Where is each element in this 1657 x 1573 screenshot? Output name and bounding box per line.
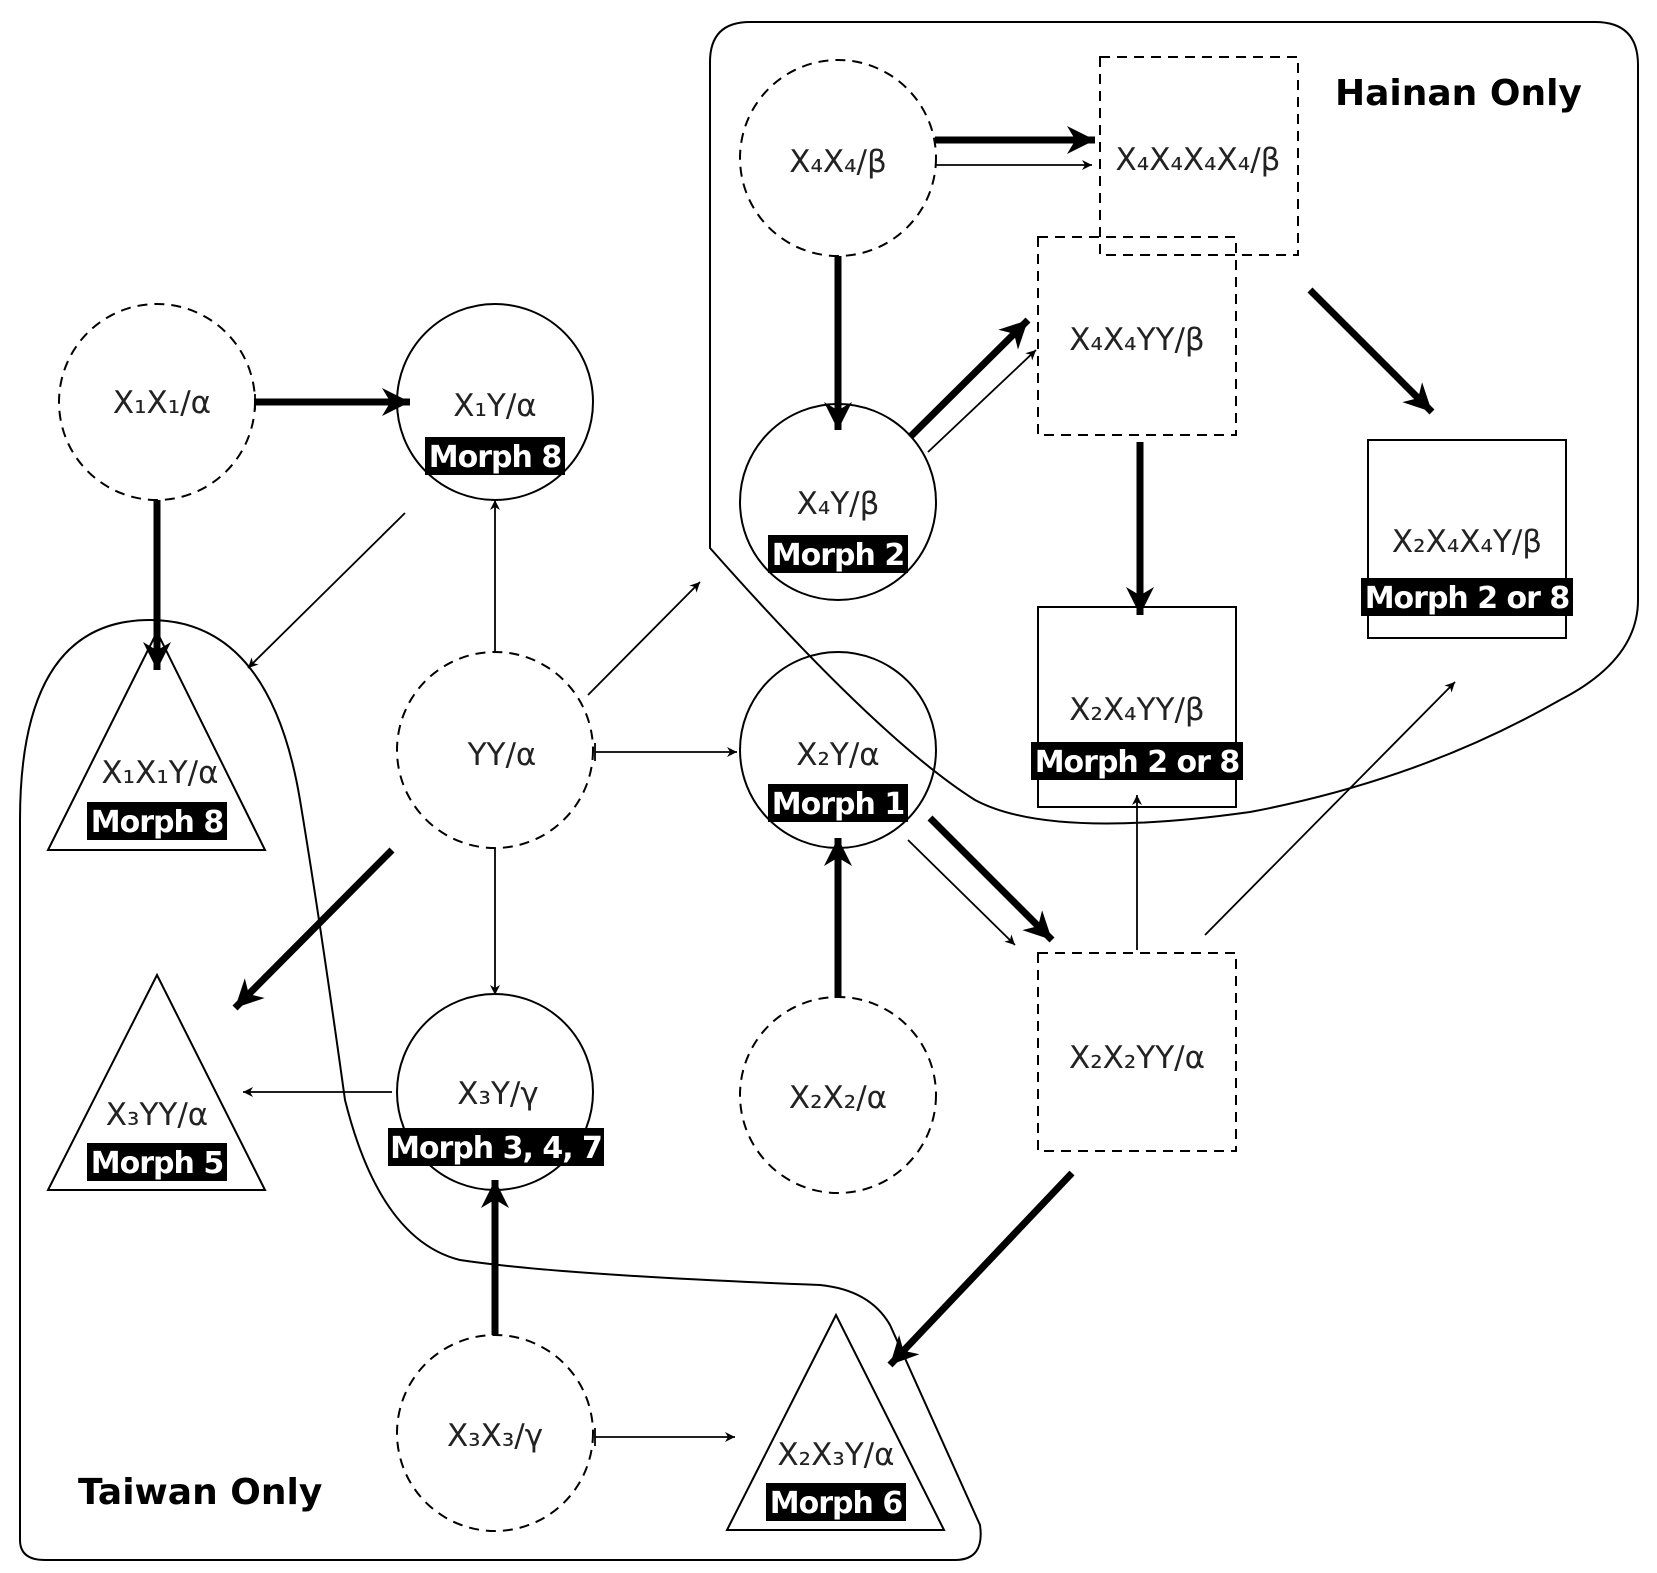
morph-badge-x2x4x4y bbox=[1361, 578, 1573, 616]
morph-label-x2y: Morph 1 bbox=[772, 787, 904, 822]
hollow-arrow-x2y-to-x2x2yy bbox=[907, 839, 1016, 946]
morph-badge-x3yy bbox=[87, 1143, 227, 1181]
morph-badge-x4y bbox=[768, 535, 908, 573]
arrow-x4x4x4x4-to-x2x4x4y bbox=[1307, 287, 1435, 415]
node-x2x3y-label: X₂X₃Y/α bbox=[777, 1437, 894, 1473]
node-x2x4x4y-label: X₂X₄X₄Y/β bbox=[1392, 524, 1542, 560]
taiwan-region-label: Taiwan Only bbox=[78, 1472, 322, 1513]
node-x3yy-label: X₃YY/α bbox=[106, 1097, 208, 1133]
node-x1x1y-label: X₁X₁Y/α bbox=[101, 755, 218, 791]
morph-label-x3y: Morph 3, 4, 7 bbox=[390, 1131, 602, 1166]
hainan-region-label: Hainan Only bbox=[1335, 73, 1582, 114]
node-yy-label: YY/α bbox=[467, 737, 537, 773]
morph-badge-x2x4yy bbox=[1031, 742, 1243, 780]
node-x4x4-label: X₄X₄/β bbox=[789, 144, 887, 180]
morph-label-x1y: Morph 8 bbox=[429, 440, 562, 475]
arrow-x1y-to-x1x1y bbox=[247, 512, 406, 669]
morph-badge-x3y bbox=[388, 1128, 604, 1166]
node-x1x1-label: X₁X₁/α bbox=[113, 385, 211, 421]
morph-label-x2x4yy: Morph 2 or 8 bbox=[1035, 745, 1240, 780]
arrow-x2y-to-x2x2yy bbox=[927, 815, 1055, 943]
node-x2x2yy-label: X₂X₂YY/α bbox=[1069, 1040, 1205, 1076]
node-x2x4x4y-square bbox=[1367, 439, 1567, 639]
node-x4x4x4x4-square bbox=[1099, 56, 1299, 256]
hainan-region-outline bbox=[709, 21, 1639, 825]
morph-badge-x1y bbox=[425, 437, 565, 475]
node-x2x3y-triangle bbox=[725, 1312, 946, 1531]
node-x4y-label: X₄Y/β bbox=[797, 486, 880, 522]
morph-badge-x1x1y bbox=[87, 802, 227, 840]
morph-label-x2x4x4y: Morph 2 or 8 bbox=[1365, 581, 1570, 616]
node-x3yy-triangle bbox=[46, 972, 267, 1191]
node-x2y-label: X₂Y/α bbox=[796, 737, 879, 773]
node-x3y-label: X₃Y/γ bbox=[457, 1076, 538, 1112]
morph-label-x4y: Morph 2 bbox=[772, 538, 904, 573]
morph-label-x1x1y: Morph 8 bbox=[91, 805, 224, 840]
node-x1x1y-triangle bbox=[46, 629, 267, 851]
node-x2x2-label: X₂X₂/α bbox=[789, 1080, 887, 1116]
arrow-x2x2yy-to-x2x3y bbox=[887, 1170, 1075, 1368]
morph-badge-x2y bbox=[768, 784, 908, 822]
arrow-x4y-to-x4x4yy bbox=[907, 317, 1031, 440]
node-x4x4x4x4-label: X₄X₄X₄X₄/β bbox=[1116, 142, 1281, 178]
morph-label-x2x3y: Morph 6 bbox=[770, 1486, 903, 1521]
node-x2x4yy-label: X₂X₄YY/β bbox=[1069, 692, 1204, 728]
arrow-yy-to-x3yy bbox=[232, 847, 395, 1011]
node-x4x4yy-square bbox=[1037, 236, 1237, 436]
morph-badge-x2x3y bbox=[766, 1483, 906, 1521]
taiwan-region-outline bbox=[19, 618, 982, 1561]
morph-label-x3yy: Morph 5 bbox=[91, 1146, 223, 1181]
node-x4x4yy-label: X₄X₄YY/β bbox=[1069, 322, 1204, 358]
arrow-yy-to-hainan bbox=[587, 581, 701, 696]
node-x2x2yy-square bbox=[1037, 952, 1237, 1152]
hollow-arrow-x4y-to-x4x4yy bbox=[927, 349, 1037, 453]
node-x1y-label: X₁Y/α bbox=[453, 388, 536, 424]
node-x3x3-label: X₃X₃/γ bbox=[447, 1418, 543, 1454]
arrow-x2x2yy-to-x2x4x4y bbox=[1204, 681, 1456, 936]
